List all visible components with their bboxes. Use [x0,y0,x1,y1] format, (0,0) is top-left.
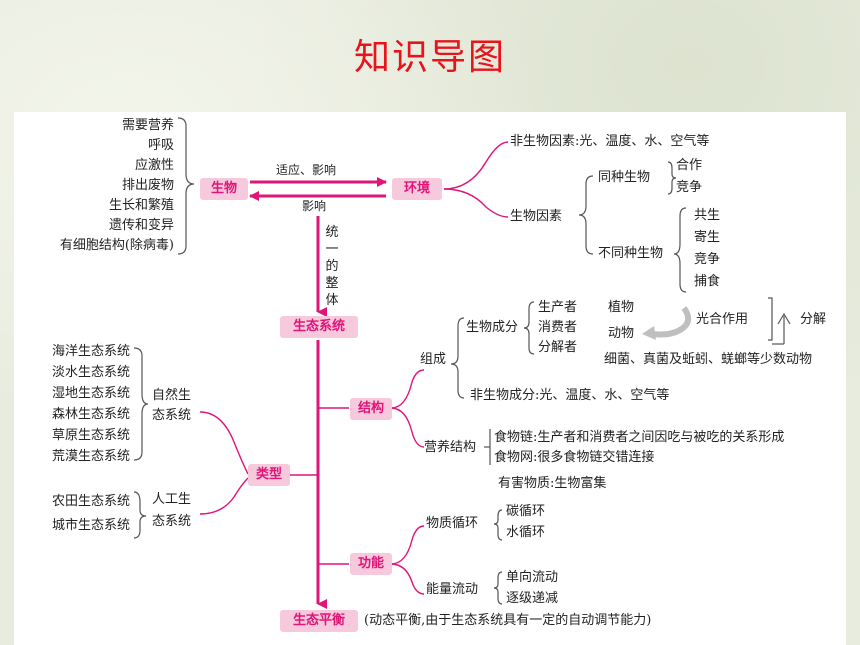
artificial-farmland: 农田生态系统 [51,494,130,509]
natural-wetland: 湿地生态系统 [51,386,130,401]
energy-flow: 能量流动 [426,582,479,597]
balance-note: (动态平衡,由于生态系统具有一定的自动调节能力) [364,613,652,628]
feature-nutrition: 需要营养 [121,118,174,133]
abiotic-components: 非生物成分:光、温度、水、空气等 [470,388,670,403]
natural-forest: 森林生态系统 [51,407,130,422]
natural-freshwater: 淡水生态系统 [51,365,130,380]
feature-irritability: 应激性 [134,158,174,173]
curved-arrow-icon [642,306,692,340]
natural-desert: 荒漠生态系统 [51,449,130,464]
node-organism: 生物 [200,178,248,200]
node-functions: 功能 [350,553,392,575]
feature-respiration: 呼吸 [147,138,174,153]
carbon-cycle: 碳循环 [506,504,546,519]
natural-grassland: 草原生态系统 [51,428,130,443]
natural-label-1: 自然生 [152,388,192,403]
label-adapt-influence: 适应、影响 [276,163,337,177]
node-types: 类型 [248,464,290,486]
decomposer-examples: 细菌、真菌及蚯蚓、蜣螂等少数动物 [604,352,813,367]
label-influence: 影响 [302,199,327,213]
diff-symbiosis: 共生 [694,208,721,223]
material-cycle: 物质循环 [426,516,479,531]
animals-label: 动物 [608,326,635,341]
trophic-structure: 营养结构 [424,440,477,455]
artificial-urban: 城市生态系统 [51,518,130,533]
artificial-label-2: 态系统 [152,514,192,529]
different-species: 不同种生物 [598,246,664,261]
diff-competition: 竞争 [694,252,721,267]
plants-label: 植物 [608,300,635,315]
one-way-flow: 单向流动 [506,570,559,585]
feature-excretion: 排出废物 [121,178,174,193]
feature-cells: 有细胞结构(除病毒) [59,238,174,253]
food-chain: 食物链:生产者和消费者之间因吃与被吃的关系形成 [494,430,785,445]
node-balance: 生态平衡 [280,610,358,632]
role-consumer: 消费者 [538,320,578,335]
biotic-factors: 生物因素 [510,209,563,224]
food-web: 食物网:很多食物链交错连接 [494,450,655,465]
same-cooperation: 合作 [676,158,703,173]
feature-heredity: 遗传和变异 [108,218,174,233]
artificial-label-1: 人工生 [152,492,192,507]
page-title: 知识导图 [353,37,506,78]
same-species: 同种生物 [598,170,651,185]
photosynthesis-label: 光合作用 [696,312,749,327]
unified-whole-label: 统一的整体 [325,225,339,308]
gradual-decrease: 逐级递减 [506,591,559,606]
natural-label-2: 态系统 [152,408,192,423]
same-competition: 竞争 [676,180,703,195]
node-environment: 环境 [392,178,442,200]
node-ecosystem: 生态系统 [280,316,358,338]
connector-lines [133,117,791,609]
role-producer: 生产者 [538,300,578,315]
diff-predation: 捕食 [694,274,721,289]
mind-map-panel: 需要营养 呼吸 应激性 排出废物 生长和繁殖 遗传和变异 有细胞结构(除病毒) … [14,112,846,645]
composition-label: 组成 [420,352,447,367]
feature-growth: 生长和繁殖 [108,198,174,213]
decompose-label: 分解 [800,312,827,327]
node-structure: 结构 [350,398,392,420]
biotic-components: 生物成分 [466,320,519,335]
role-decomposer: 分解者 [538,340,578,355]
diff-parasitism: 寄生 [694,230,721,245]
natural-ocean: 海洋生态系统 [51,344,130,359]
water-cycle: 水循环 [506,525,546,540]
harmful-substances: 有害物质:生物富集 [498,476,607,491]
abiotic-factors: 非生物因素:光、温度、水、空气等 [510,134,710,149]
